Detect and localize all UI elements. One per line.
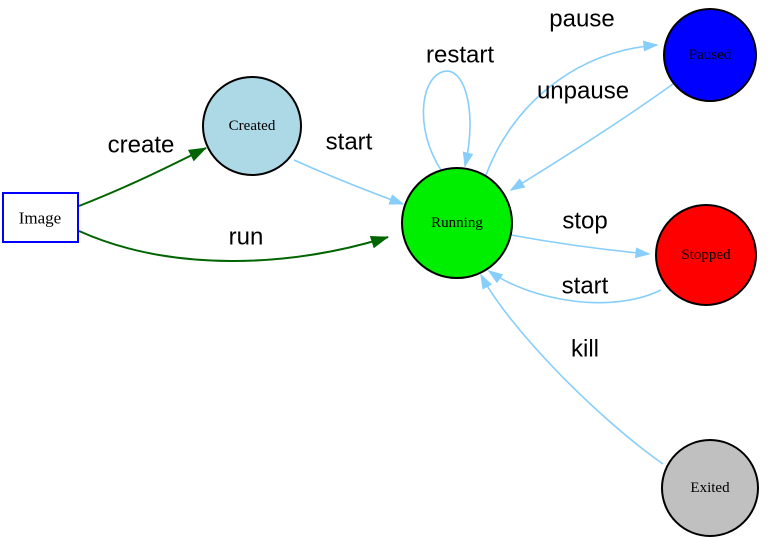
edge-create-label: create [108, 132, 175, 159]
node-paused-label: Paused [689, 47, 732, 63]
edge-stop-path [510, 234, 651, 259]
edge-kill: kill [480, 273, 664, 465]
edge-start-created-label: start [326, 129, 373, 156]
edge-start-stopped: start [487, 270, 662, 304]
edge-restart-label: restart [426, 42, 494, 69]
edge-pause: pause [485, 6, 659, 176]
edge-kill-label: kill [571, 336, 599, 363]
edge-stop: stop [510, 208, 651, 259]
edge-create: create [78, 132, 207, 207]
edge-start-created: start [293, 129, 405, 205]
node-exited-label: Exited [690, 480, 730, 496]
edge-start-stopped-label: start [562, 273, 609, 300]
edge-kill-path [480, 273, 664, 465]
edge-start-stopped-path [487, 270, 662, 304]
node-created[interactable]: Created [202, 76, 302, 176]
node-running-label: Running [431, 215, 483, 231]
node-running-shape[interactable] [401, 167, 513, 279]
node-paused[interactable]: Paused [663, 8, 757, 102]
edge-restart-path [422, 70, 474, 171]
node-running[interactable]: Running [401, 167, 513, 279]
node-created-shape[interactable] [202, 76, 302, 176]
edge-stop-label: stop [562, 208, 607, 235]
edge-restart: restart [422, 42, 494, 171]
edge-start-created-path [293, 159, 405, 205]
node-created-label: Created [229, 118, 276, 134]
node-exited-shape[interactable] [661, 439, 759, 537]
node-exited[interactable]: Exited [661, 439, 759, 537]
node-image-shape[interactable] [2, 192, 79, 243]
edge-create-path [78, 147, 207, 207]
node-image-label: Image [19, 209, 61, 228]
edge-pause-label: pause [549, 6, 614, 33]
node-stopped-shape[interactable] [655, 204, 757, 306]
edge-unpause-label: unpause [537, 78, 629, 105]
edge-run: run [78, 224, 389, 262]
edge-pause-path [485, 40, 659, 176]
edge-run-label: run [229, 224, 264, 251]
node-stopped[interactable]: Stopped [655, 204, 757, 306]
node-paused-shape[interactable] [663, 8, 757, 102]
edge-unpause: unpause [509, 78, 674, 191]
node-image[interactable]: Image [2, 192, 79, 243]
edge-unpause-path [509, 83, 674, 191]
node-stopped-label: Stopped [681, 247, 731, 263]
edge-run-path [78, 230, 389, 262]
